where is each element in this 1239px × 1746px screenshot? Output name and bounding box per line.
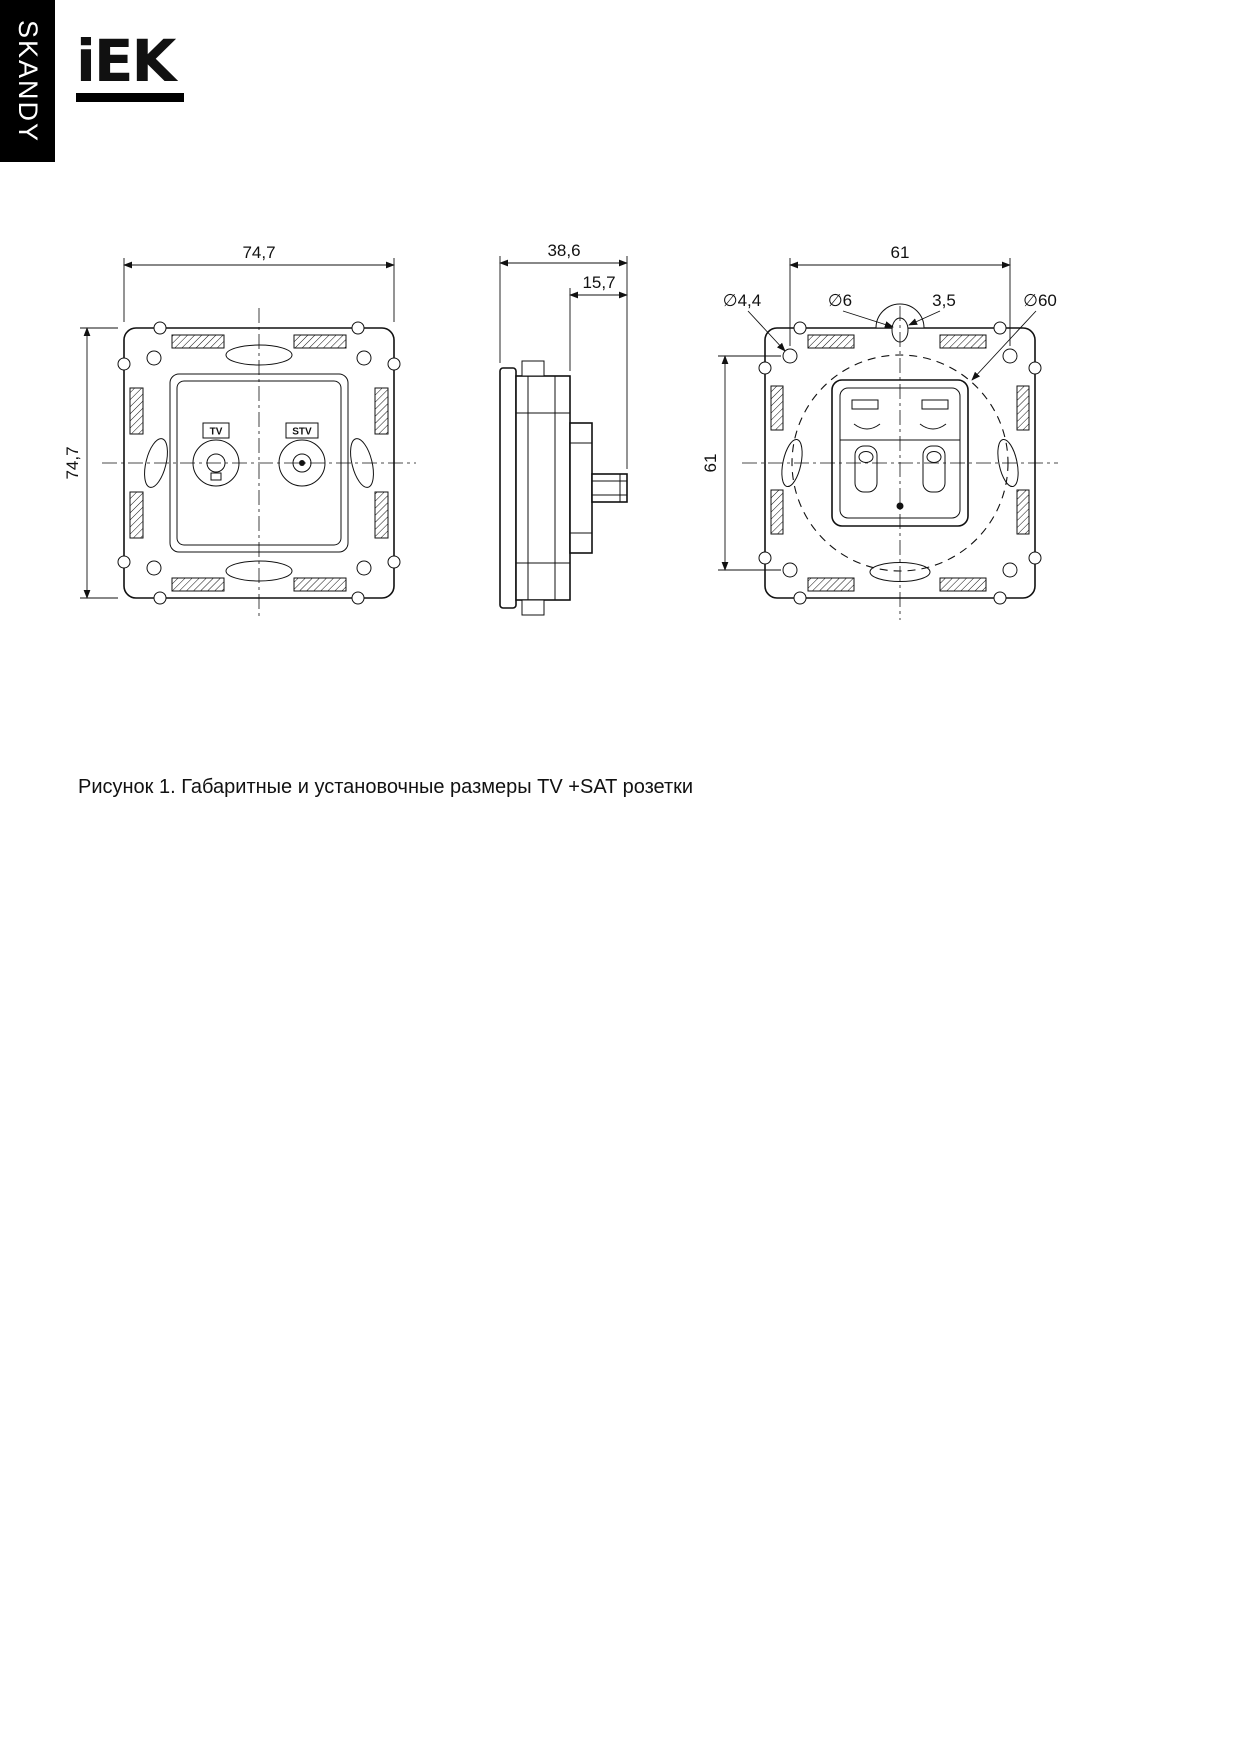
edge-notch bbox=[153, 591, 167, 605]
mounting-claw-bottom bbox=[521, 599, 545, 616]
front-width-dim: 74,7 bbox=[242, 243, 275, 262]
connector-rear-body bbox=[854, 445, 878, 493]
back-mechanism bbox=[831, 379, 969, 527]
edge-notch bbox=[993, 321, 1007, 335]
front-plate-edge-notches bbox=[117, 321, 401, 605]
leader-line bbox=[908, 310, 941, 326]
edge-notch bbox=[793, 591, 807, 605]
hatch-rib bbox=[129, 491, 144, 539]
edge-notch bbox=[117, 555, 131, 569]
edge-notch bbox=[993, 591, 1007, 605]
screw-hole bbox=[356, 350, 372, 366]
edge-notch bbox=[351, 321, 365, 335]
hatch-rib bbox=[770, 489, 784, 535]
frame-profile bbox=[515, 375, 571, 601]
front-view-drawing: TV STV 74,7 bbox=[63, 243, 416, 620]
tv-label: TV bbox=[210, 427, 223, 438]
hatch-rib bbox=[171, 577, 225, 592]
slot-diameter-label: ∅6 bbox=[828, 291, 852, 310]
front-height-dim: 74,7 bbox=[63, 446, 82, 479]
front-plate-profile bbox=[499, 367, 517, 609]
iek-logo-underline bbox=[76, 93, 184, 102]
skandy-label: SKANDY bbox=[13, 19, 44, 143]
skandy-side-banner: SKANDY bbox=[0, 0, 55, 162]
back-dimensions: 61 61 bbox=[701, 243, 1011, 571]
screw-hole bbox=[146, 350, 162, 366]
screw-hole bbox=[782, 348, 798, 364]
edge-notch bbox=[793, 321, 807, 335]
back-view-drawing: 61 61 ∅4,4 ∅6 3,5 ∅60 bbox=[701, 243, 1058, 620]
hatch-rib bbox=[129, 387, 144, 435]
edge-notch bbox=[758, 361, 772, 375]
figure-caption: Рисунок 1. Габаритные и установочные раз… bbox=[78, 776, 694, 798]
leader-line bbox=[971, 310, 1037, 381]
stv-label-plate bbox=[285, 422, 319, 439]
hatch-rib bbox=[374, 491, 389, 539]
side-front-depth-dim: 15,7 bbox=[582, 273, 615, 292]
technical-drawings: TV STV 74,7 bbox=[63, 218, 1070, 648]
edge-notch bbox=[1028, 551, 1042, 565]
hatch-rib bbox=[171, 334, 225, 349]
front-plate-screw-holes bbox=[146, 350, 372, 576]
side-view-drawing: 38,6 15,7 bbox=[499, 241, 628, 616]
hatch-rib bbox=[1016, 489, 1030, 535]
slot-width-label: 3,5 bbox=[932, 291, 956, 310]
edge-notch bbox=[1028, 361, 1042, 375]
hatch-rib bbox=[374, 387, 389, 435]
side-depth-dim: 38,6 bbox=[547, 241, 580, 260]
mechanism-slot bbox=[921, 399, 949, 410]
stv-connector-pin bbox=[299, 460, 305, 466]
hatch-rib bbox=[807, 577, 855, 592]
tv-label-plate bbox=[202, 422, 230, 439]
back-centerlines bbox=[742, 306, 1058, 620]
edge-notch bbox=[351, 591, 365, 605]
hatch-rib bbox=[293, 577, 347, 592]
connector-rear-body bbox=[922, 445, 946, 493]
stv-label: STV bbox=[292, 427, 312, 438]
edge-notch bbox=[387, 357, 401, 371]
screw-hole bbox=[356, 560, 372, 576]
side-dimensions: 38,6 15,7 bbox=[499, 241, 628, 469]
mechanism-claw bbox=[853, 423, 881, 430]
connector-rear-top bbox=[858, 451, 874, 463]
front-centerlines bbox=[102, 308, 416, 620]
front-plate-hatched-ribs bbox=[129, 334, 389, 592]
screw-hole bbox=[1002, 562, 1018, 578]
edge-notch bbox=[758, 551, 772, 565]
edge-notch bbox=[117, 357, 131, 371]
back-callouts: ∅4,4 ∅6 3,5 ∅60 bbox=[723, 291, 1057, 381]
back-plate-screw-holes bbox=[782, 348, 1018, 578]
side-profile bbox=[499, 360, 628, 616]
hatch-rib bbox=[770, 385, 784, 431]
screw-hole bbox=[146, 560, 162, 576]
mechanism-slot bbox=[851, 399, 879, 410]
back-plate-edge-notches bbox=[758, 321, 1042, 605]
edge-notch bbox=[153, 321, 167, 335]
iek-logo: iEK bbox=[76, 32, 196, 102]
back-plate-hatched-ribs bbox=[770, 334, 1030, 592]
hole-diameter-label: ∅4,4 bbox=[723, 291, 761, 310]
front-dimensions: 74,7 74,7 bbox=[63, 243, 395, 599]
hatch-rib bbox=[939, 577, 987, 592]
fixing-screw bbox=[896, 502, 904, 510]
mounting-claw-top bbox=[521, 360, 545, 377]
tv-connector-key bbox=[210, 472, 222, 481]
install-diameter-label: ∅60 bbox=[1023, 291, 1057, 310]
connector-rear-top bbox=[926, 451, 942, 463]
hatch-rib bbox=[807, 334, 855, 349]
back-height-dim: 61 bbox=[701, 454, 720, 473]
leader-line bbox=[842, 310, 894, 328]
leader-line bbox=[747, 310, 786, 352]
hatch-rib bbox=[939, 334, 987, 349]
connector-barrel-profile bbox=[591, 473, 628, 503]
iek-logo-text: iEK bbox=[76, 27, 176, 95]
hatch-rib bbox=[293, 334, 347, 349]
back-width-dim: 61 bbox=[891, 243, 910, 262]
hatch-rib bbox=[1016, 385, 1030, 431]
screw-hole bbox=[1002, 348, 1018, 364]
mechanism-claw bbox=[919, 423, 947, 430]
edge-notch bbox=[387, 555, 401, 569]
screw-hole bbox=[782, 562, 798, 578]
